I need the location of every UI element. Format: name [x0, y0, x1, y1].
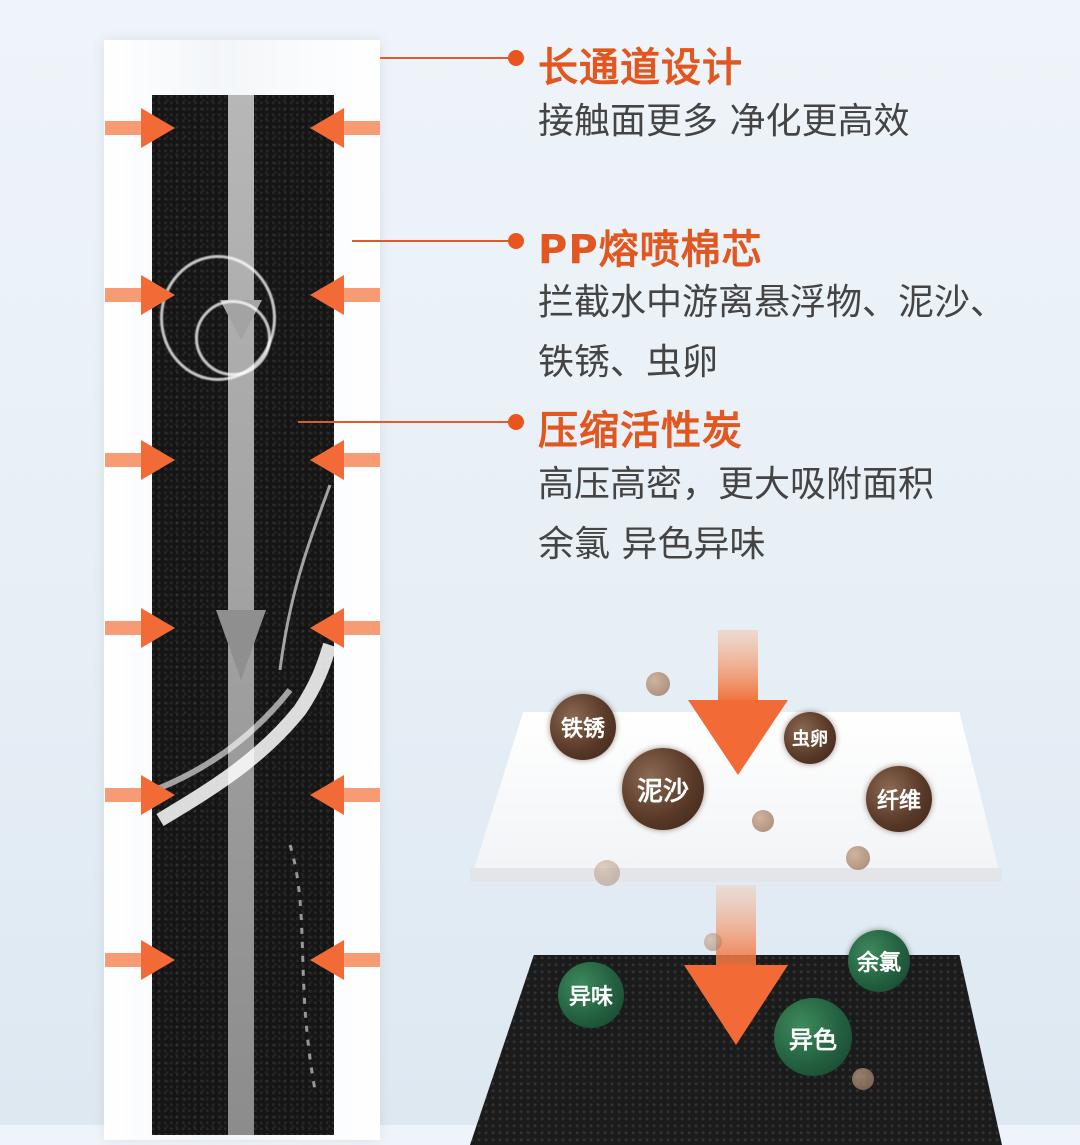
particle-insect-egg: 虫卵 — [784, 712, 836, 764]
inflow-arrow-icon — [310, 275, 380, 315]
feature-desc-pp-cotton: 拦截水中游离悬浮物、泥沙、 — [538, 282, 1007, 323]
impurity-dot — [852, 1068, 874, 1090]
feature-title-long-channel: 长通道设计 — [538, 45, 743, 91]
callout-dot — [508, 233, 524, 249]
inflow-arrow-icon — [310, 608, 380, 648]
inflow-arrow-icon — [105, 108, 175, 148]
particle-rust: 铁锈 — [550, 694, 616, 760]
water-splash — [153, 642, 337, 827]
callout-dot — [508, 50, 524, 66]
inflow-arrow-icon — [105, 775, 175, 815]
down-arrow-icon — [688, 630, 788, 775]
particle-discoloration: 异色 — [774, 998, 852, 1076]
feature-desc-activated-carbon: 高压高密，更大吸附面积 — [538, 464, 935, 505]
feature-desc-activated-carbon: 余氯 异色异味 — [538, 524, 766, 565]
water-splash — [278, 484, 332, 671]
particle-fiber: 纤维 — [866, 766, 932, 832]
feature-title-pp-cotton: PP熔喷棉芯 — [538, 227, 763, 273]
inflow-arrow-icon — [310, 108, 380, 148]
callout-dot — [508, 414, 524, 430]
callout-line — [352, 240, 518, 242]
inflow-arrow-icon — [105, 440, 175, 480]
feature-desc-long-channel: 接触面更多 净化更高效 — [538, 101, 910, 142]
water-splash — [195, 300, 271, 376]
inflow-arrow-icon — [105, 608, 175, 648]
particle-residual-chlorine: 余氯 — [848, 930, 910, 992]
inflow-arrow-icon — [310, 775, 380, 815]
impurity-dot — [594, 860, 620, 886]
water-splash — [160, 255, 276, 381]
callout-line — [298, 421, 518, 423]
inflow-arrow-icon — [310, 440, 380, 480]
particle-odor: 异味 — [558, 962, 624, 1028]
feature-desc-pp-cotton: 铁锈、虫卵 — [538, 342, 719, 383]
impurity-dot — [646, 672, 670, 696]
down-arrow-icon — [684, 885, 788, 1045]
inflow-arrow-icon — [310, 940, 380, 980]
impurity-dot — [846, 846, 870, 870]
inflow-arrow-icon — [105, 275, 175, 315]
callout-line — [380, 57, 518, 59]
pp-filter-layer-edge — [470, 868, 1002, 882]
feature-title-activated-carbon: 压缩活性炭 — [538, 408, 743, 454]
impurity-dot — [752, 810, 774, 832]
particle-sand: 泥沙 — [622, 748, 704, 830]
impurity-dot — [704, 933, 722, 951]
inflow-arrow-icon — [105, 940, 175, 980]
